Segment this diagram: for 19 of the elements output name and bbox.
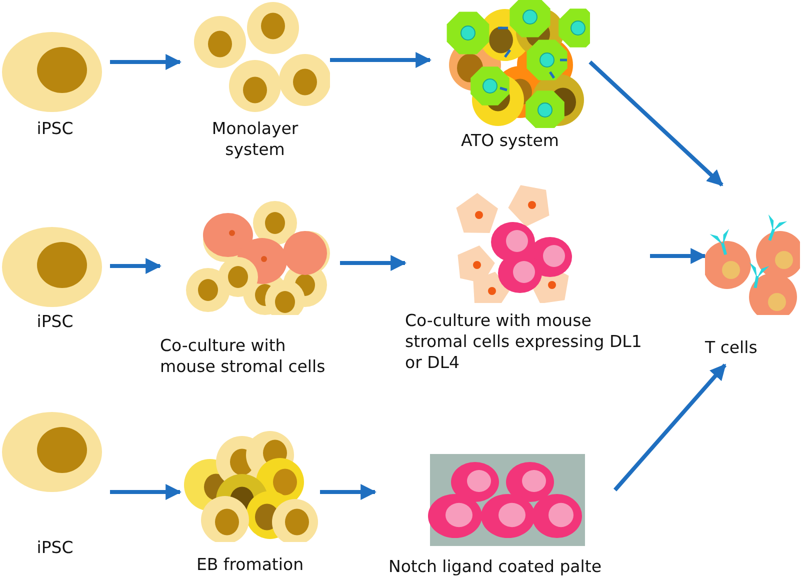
arrow	[330, 52, 432, 68]
stage-label: Co-culture with mouse stromal cells	[160, 335, 326, 377]
stage-label: iPSC	[36, 118, 74, 139]
stage-label: iPSC	[36, 311, 74, 332]
arrow	[110, 258, 162, 274]
arrow	[650, 248, 707, 264]
arrow	[340, 255, 407, 271]
stage-label: iPSC	[36, 537, 74, 558]
stage-label: Monolayer system	[210, 118, 300, 160]
arrow	[320, 484, 377, 500]
stage-label: EB fromation	[195, 554, 305, 575]
arrow	[110, 54, 182, 70]
stage-label: Co-culture with mouse stromal cells expressing DL1 or DL4	[405, 310, 643, 373]
stage-label: ATO system	[460, 130, 560, 151]
arrow	[614, 364, 726, 492]
arrow	[588, 60, 724, 186]
arrow	[110, 484, 182, 500]
stage-label: Notch ligand coated palte	[387, 556, 603, 577]
stage-label: T cells	[705, 337, 758, 358]
